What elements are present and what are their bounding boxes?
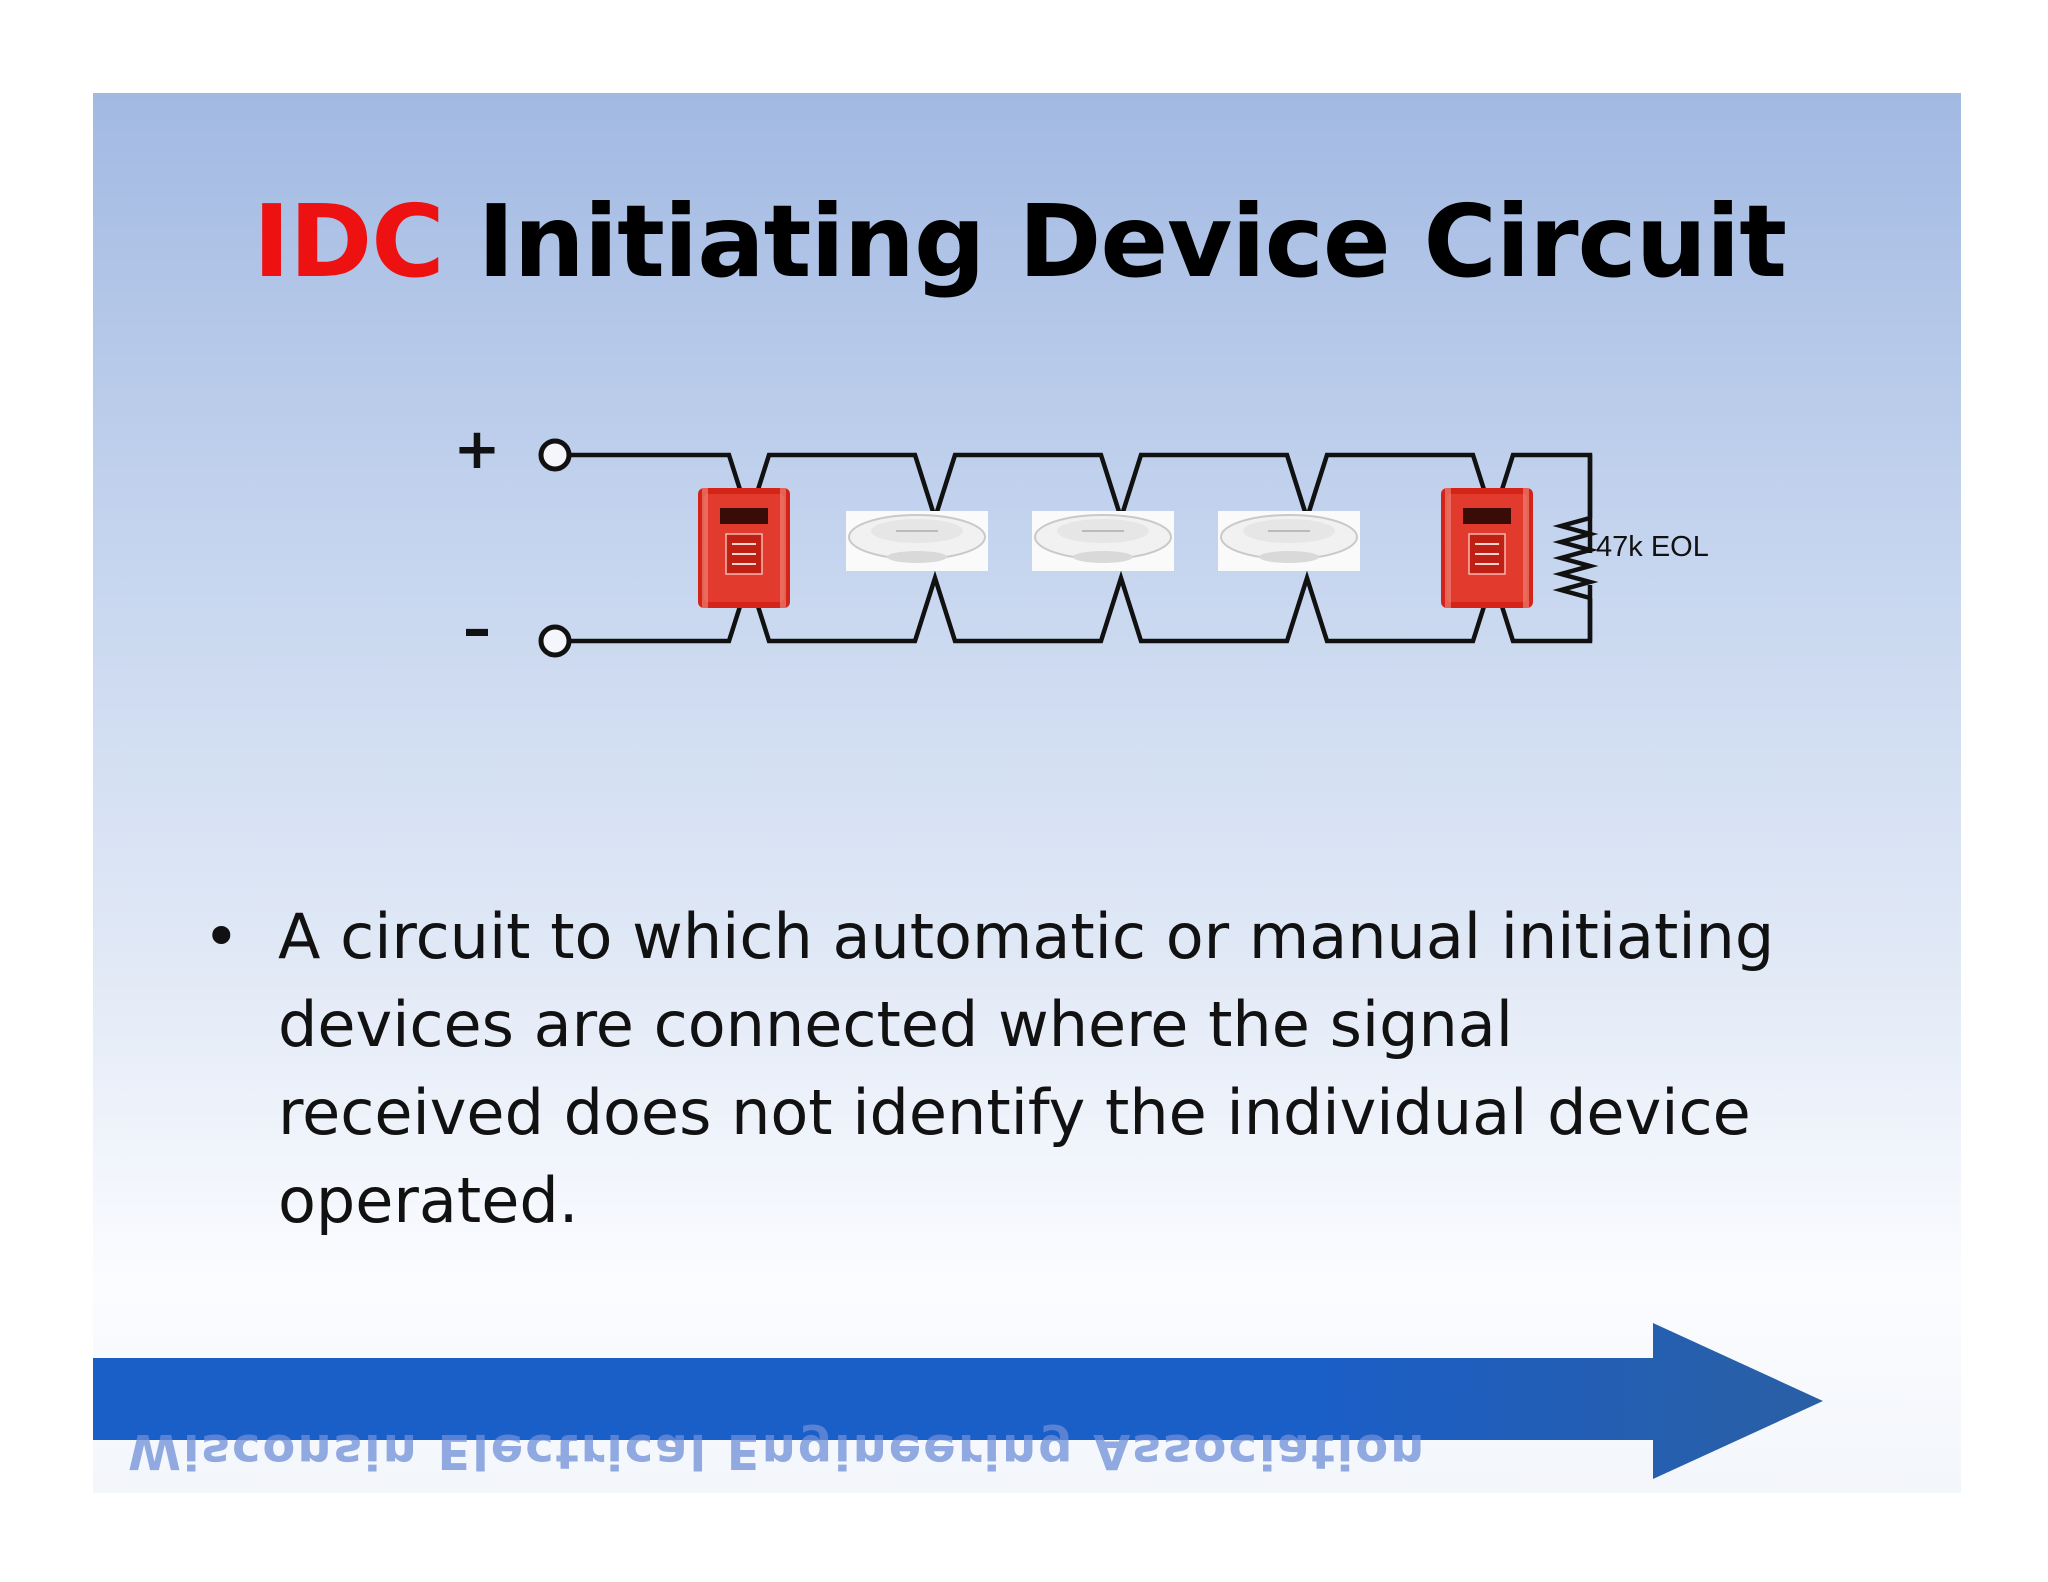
minus-label: –: [463, 597, 491, 662]
title-acronym: IDC: [253, 183, 445, 300]
title-text: Initiating Device Circuit: [477, 183, 1787, 300]
smoke-detector-icon: [846, 511, 988, 571]
slide-title: IDC Initiating Device Circuit: [253, 183, 1787, 300]
footer-reflection-text: Wisconsin Electrical Engineering Associa…: [128, 1423, 1427, 1479]
bullet-text: A circuit to which automatic or manual i…: [278, 900, 1775, 1237]
footer-arrow: [93, 1323, 1823, 1479]
slide: IDC Initiating Device Circuit + – 47k EO…: [93, 93, 1961, 1493]
plus-label: +: [454, 417, 501, 482]
eol-resistor-label: 47k EOL: [1596, 531, 1709, 563]
bullet-item: • A circuit to which automatic or manual…: [203, 893, 1803, 1245]
bullet-marker: •: [203, 900, 240, 973]
smoke-detector-icon: [1032, 511, 1174, 571]
pull-station-icon: [1441, 488, 1533, 608]
pull-station-icon: [698, 488, 790, 608]
idc-circuit-diagram: + – 47k EOL: [454, 417, 1709, 662]
smoke-detector-icon: [1218, 511, 1360, 571]
eol-resistor: [1552, 515, 1599, 601]
